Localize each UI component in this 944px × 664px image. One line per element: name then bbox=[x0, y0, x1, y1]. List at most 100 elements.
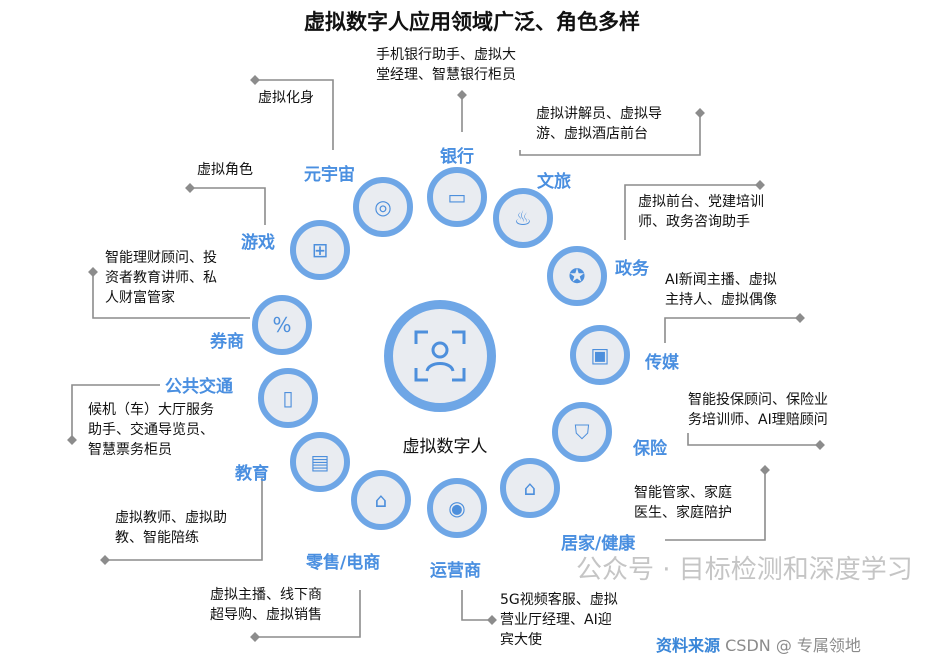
bus-icon: ▯ bbox=[282, 386, 294, 410]
source-note: 资料来源 CSDN @ 专属领地 bbox=[656, 632, 861, 656]
role-description: 虚拟角色 bbox=[197, 160, 253, 180]
connector-line bbox=[71, 384, 160, 440]
role-description: 手机银行助手、虚拟大堂经理、智慧银行柜员 bbox=[376, 45, 516, 85]
role-description: 虚拟教师、虚拟助教、智能陪练 bbox=[115, 508, 227, 548]
connector-end-diamond bbox=[760, 465, 770, 475]
role-description: 智能管家、家庭医生、家庭陪护 bbox=[634, 483, 732, 523]
video-camera-icon: ▣ bbox=[590, 343, 610, 367]
domain-label: 银行 bbox=[440, 147, 474, 167]
description-line: 候机（车）大厅服务 bbox=[88, 402, 214, 418]
signal-person-icon: ◉ bbox=[448, 496, 466, 520]
connector-end-diamond bbox=[487, 615, 497, 625]
domain-label: 零售/电商 bbox=[306, 553, 381, 573]
connector-line bbox=[190, 187, 266, 225]
domain-node: ⌂ bbox=[351, 470, 411, 530]
connector-line bbox=[92, 272, 250, 319]
description-line: 务培训师、AI理赔顾问 bbox=[688, 412, 828, 428]
domain-label: 运营商 bbox=[430, 561, 481, 581]
domain-label: 保险 bbox=[633, 439, 667, 459]
description-line: 智能投保顾问、保险业 bbox=[688, 392, 828, 408]
description-line: 5G视频客服、虚拟 bbox=[500, 592, 618, 608]
description-line: 人财富管家 bbox=[105, 290, 175, 306]
sofa-icon: ⌂ bbox=[523, 476, 537, 500]
domain-label: 传媒 bbox=[645, 353, 679, 373]
description-line: 智能管家、家庭 bbox=[634, 485, 732, 501]
description-line: 虚拟教师、虚拟助 bbox=[115, 510, 227, 526]
connector-end-diamond bbox=[250, 632, 260, 642]
description-line: AI新闻主播、虚拟 bbox=[665, 272, 777, 288]
domain-label: 政务 bbox=[615, 259, 649, 279]
connector-line bbox=[687, 433, 820, 446]
connector-end-diamond bbox=[815, 440, 825, 450]
connector-line bbox=[461, 590, 492, 621]
diagram-title: 虚拟数字人应用领域广泛、角色多样 bbox=[304, 10, 640, 34]
description-line: 虚拟角色 bbox=[197, 162, 253, 178]
shield-icon: ⛉ bbox=[574, 420, 590, 444]
domain-label: 游戏 bbox=[241, 233, 275, 253]
connector-end-diamond bbox=[185, 183, 195, 193]
role-description: 5G视频客服、虚拟营业厅经理、AI迎宾大使 bbox=[500, 590, 618, 650]
description-line: 宾大使 bbox=[500, 632, 542, 648]
description-line: 医生、家庭陪护 bbox=[634, 505, 732, 521]
role-description: 候机（车）大厅服务助手、交通导览员、智慧票务柜员 bbox=[88, 400, 214, 460]
connector-line bbox=[255, 590, 361, 638]
source-label: 资料来源 bbox=[656, 636, 721, 655]
role-description: 虚拟讲解员、虚拟导游、虚拟酒店前台 bbox=[536, 104, 662, 144]
connector-line bbox=[255, 79, 334, 150]
description-line: 虚拟前台、党建培训 bbox=[638, 194, 764, 210]
domain-node: ▤ bbox=[290, 432, 350, 492]
domain-node: ▣ bbox=[570, 325, 630, 385]
domain-node: ✪ bbox=[547, 246, 607, 306]
domain-node: ⌂ bbox=[500, 458, 560, 518]
description-line: 师、政务咨询助手 bbox=[638, 214, 750, 230]
domain-label: 券商 bbox=[210, 332, 244, 352]
role-description: AI新闻主播、虚拟主持人、虚拟偶像 bbox=[665, 270, 777, 310]
role-description: 虚拟化身 bbox=[258, 88, 314, 108]
description-line: 营业厅经理、AI迎 bbox=[500, 612, 612, 628]
connector-end-diamond bbox=[88, 267, 98, 277]
center-node bbox=[384, 300, 496, 412]
store-icon: ⌂ bbox=[374, 488, 388, 512]
description-line: 主持人、虚拟偶像 bbox=[665, 292, 777, 308]
connector-end-diamond bbox=[457, 90, 467, 100]
percent-ticket-icon: % bbox=[272, 313, 292, 337]
description-line: 智慧票务柜员 bbox=[88, 442, 172, 458]
description-line: 手机银行助手、虚拟大 bbox=[376, 47, 516, 63]
role-description: 虚拟主播、线下商超导购、虚拟销售 bbox=[210, 585, 322, 625]
domain-label: 教育 bbox=[235, 464, 269, 484]
domain-label: 元宇宙 bbox=[304, 165, 355, 185]
description-line: 超导购、虚拟销售 bbox=[210, 607, 322, 623]
domain-label: 文旅 bbox=[537, 172, 571, 192]
description-line: 助手、交通导览员、 bbox=[88, 422, 214, 438]
laptop-icon: ▤ bbox=[310, 450, 330, 474]
domain-label: 公共交通 bbox=[165, 377, 233, 397]
watermark-text: 公众号 · 目标检测和深度学习 bbox=[576, 555, 913, 585]
description-line: 虚拟化身 bbox=[258, 90, 314, 106]
role-description: 智能投保顾问、保险业务培训师、AI理赔顾问 bbox=[688, 390, 828, 430]
galaxy-icon: ◎ bbox=[374, 195, 392, 219]
connector-end-diamond bbox=[250, 75, 260, 85]
domain-label: 居家/健康 bbox=[561, 534, 636, 554]
connector-line bbox=[519, 113, 701, 156]
domain-node: ♨ bbox=[493, 188, 553, 248]
bank-card-icon: ▭ bbox=[447, 185, 467, 209]
role-description: 虚拟前台、党建培训师、政务咨询助手 bbox=[638, 192, 764, 232]
connector-line bbox=[664, 317, 800, 343]
description-line: 堂经理、智慧银行柜员 bbox=[376, 67, 516, 83]
gamepad-icon: ⊞ bbox=[311, 238, 329, 262]
landscape-icon: ♨ bbox=[514, 206, 532, 230]
connector-line bbox=[105, 478, 263, 561]
connector-end-diamond bbox=[755, 180, 765, 190]
emblem-icon: ✪ bbox=[568, 264, 586, 288]
description-line: 智能理财顾问、投 bbox=[105, 250, 217, 266]
site-watermark: CSDN @ 专属领地 bbox=[725, 636, 861, 655]
description-line: 教、智能陪练 bbox=[115, 530, 199, 546]
description-line: 资者教育讲师、私 bbox=[105, 270, 217, 286]
center-label: 虚拟数字人 bbox=[402, 437, 488, 457]
connector-end-diamond bbox=[795, 313, 805, 323]
description-line: 虚拟主播、线下商 bbox=[210, 587, 322, 603]
connector-end-diamond bbox=[100, 555, 110, 565]
domain-node: ⛉ bbox=[552, 402, 612, 462]
